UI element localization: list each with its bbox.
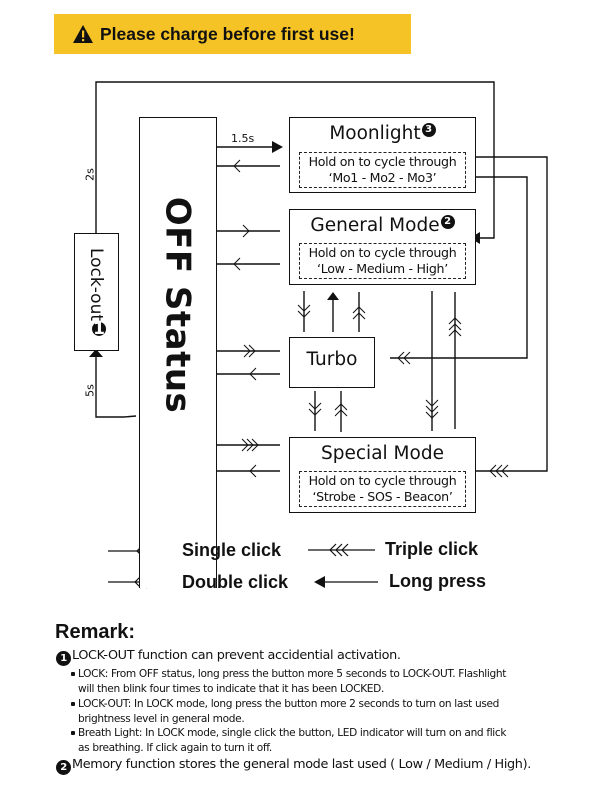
turbo-title: Turbo <box>306 349 358 370</box>
remark-sub-lockout: LOCK-OUT: In LOCK mode, long press the b… <box>71 697 571 726</box>
timing-2s: 2s <box>83 168 97 181</box>
long-press-arrowhead <box>327 292 339 300</box>
charge-warning-banner: Please charge before first use! <box>54 14 411 54</box>
note-number-badge: 1 <box>92 319 106 340</box>
legend-single-click: Single click <box>182 540 282 560</box>
special-mode-box: Special Mode Hold on to cycle through ‘S… <box>289 437 476 513</box>
note-number-badge: 2 <box>440 215 455 229</box>
legend-double-click: Double click <box>182 572 289 592</box>
off-status-label: OFF Status <box>157 196 198 414</box>
note-number-badge: 1 <box>56 651 71 666</box>
legend-long-press-arrowhead <box>314 576 325 588</box>
special-hold-instructions: Hold on to cycle through ‘Strobe - SOS -… <box>299 471 466 507</box>
bullet-icon <box>71 672 75 676</box>
remark-sub-breath-light: Breath Light: In LOCK mode, single click… <box>71 726 571 755</box>
moonlight-to-special-line <box>474 156 548 472</box>
banner-text: Please charge before first use! <box>100 23 355 44</box>
remark-sub-lock: LOCK: From OFF status, long press the bu… <box>71 667 571 696</box>
lockout-to-general-line <box>95 81 495 239</box>
warning-triangle-icon <box>72 24 94 44</box>
remark-title: Remark: <box>55 621 136 643</box>
off-to-lockout-line <box>95 356 137 418</box>
note-number-badge: 3 <box>421 123 436 137</box>
special-mode-title: Special Mode <box>321 443 444 464</box>
moonlight-hold-instructions: Hold on to cycle through ‘Mo1 - Mo2 - Mo… <box>299 152 466 188</box>
long-press-arrowhead <box>89 349 103 357</box>
turbo-mode-box: Turbo <box>289 337 375 388</box>
timing-1-5s: 1.5s <box>231 132 255 145</box>
legend-triple-click: Triple click <box>385 539 479 559</box>
bullet-icon <box>71 702 75 706</box>
legend-long-press: Long press <box>389 571 487 591</box>
timing-5s: 5s <box>83 384 97 397</box>
general-hold-instructions: Hold on to cycle through ‘Low - Medium -… <box>299 243 466 279</box>
bullet-icon <box>71 731 75 735</box>
long-press-arrowhead <box>272 141 283 153</box>
lockout-label: Lock-out1 <box>86 247 106 340</box>
note-number-badge: 2 <box>56 760 71 775</box>
moonlight-to-turbo-line <box>390 176 528 359</box>
flow-diagram-lines <box>89 81 548 589</box>
off-status-box <box>139 117 217 588</box>
